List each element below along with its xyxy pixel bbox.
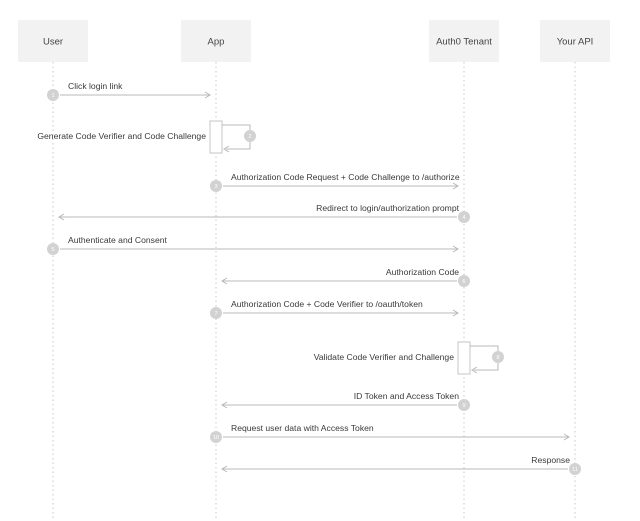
message-label: Response: [531, 455, 570, 465]
step-number: 3: [214, 184, 217, 190]
step-number: 11: [572, 467, 578, 473]
arrowhead: [223, 145, 230, 153]
step-badge: 11: [569, 463, 581, 475]
step-number: 7: [214, 311, 217, 317]
step-number: 2: [248, 134, 251, 140]
step-number: 4: [462, 215, 465, 221]
participant-box: [429, 20, 499, 62]
message-label: Authorization Code + Code Verifier to /o…: [231, 299, 423, 309]
message-label: Generate Code Verifier and Code Challeng…: [37, 131, 206, 141]
step-badge: 4: [458, 211, 470, 223]
participant-label: Your API: [557, 37, 594, 48]
message-step-1: 1 Click login link: [47, 81, 211, 101]
arrowhead: [471, 366, 478, 374]
participant-box: [540, 20, 610, 62]
message-label: Request user data with Access Token: [231, 423, 374, 433]
message-label: Click login link: [68, 81, 123, 91]
message-label: Authorization Code Request + Code Challe…: [231, 172, 460, 182]
message-step-5: 5 Authenticate and Consent: [47, 235, 459, 255]
activation-bar: [457, 341, 471, 375]
participant-app: App: [181, 20, 251, 62]
message-step-8: 8 Validate Code Verifier and Challenge: [314, 341, 504, 375]
participant-label: User: [43, 37, 63, 48]
participant-box: [181, 20, 251, 62]
step-circle: [244, 130, 256, 142]
step-badge: 7: [210, 307, 222, 319]
participant-api: Your API: [540, 20, 610, 62]
step-badge: 6: [458, 275, 470, 287]
step-badge: 10: [210, 431, 222, 443]
step-circle: [458, 211, 470, 223]
arrowhead: [452, 182, 459, 190]
step-circle: [210, 180, 222, 192]
step-badge: 3: [210, 180, 222, 192]
participant-user: User: [18, 20, 88, 62]
step-number: 10: [213, 435, 219, 441]
step-badge: 8: [492, 351, 504, 363]
message-step-7: 7 Authorization Code + Code Verifier to /…: [210, 299, 459, 319]
participant-label: Auth0 Tenant: [436, 37, 492, 48]
arrowhead: [204, 91, 211, 99]
message-step-2: 2 Generate Code Verifier and Code Challen…: [37, 120, 256, 154]
arrowhead: [452, 309, 459, 317]
message-label: Authorization Code: [386, 267, 459, 277]
step-badge: 2: [244, 130, 256, 142]
arrowhead: [221, 401, 228, 409]
message-label: Validate Code Verifier and Challenge: [314, 352, 455, 362]
arrowhead: [221, 465, 228, 473]
step-circle: [492, 351, 504, 363]
participant-auth0: Auth0 Tenant: [429, 20, 499, 62]
message-step-3: 3 Authorization Code Request + Code Chall…: [210, 172, 460, 192]
message-label: Authenticate and Consent: [68, 235, 168, 245]
step-circle: [47, 89, 59, 101]
step-number: 5: [51, 247, 54, 253]
message-label: Redirect to login/authorization prompt: [316, 203, 459, 213]
message-step-9: 9ID Token and Access Token: [221, 391, 470, 411]
step-circle: [458, 275, 470, 287]
step-badge: 5: [47, 243, 59, 255]
message-label: ID Token and Access Token: [354, 391, 459, 401]
step-number: 6: [462, 279, 465, 285]
step-number: 9: [462, 403, 465, 409]
arrowhead: [58, 213, 65, 221]
message-step-10: 10 Request user data with Access Token: [210, 423, 570, 443]
activation-bar: [209, 120, 223, 154]
arrowhead: [221, 277, 228, 285]
step-circle: [458, 399, 470, 411]
step-circle: [569, 463, 581, 475]
step-badge: 9: [458, 399, 470, 411]
arrowhead: [563, 433, 570, 441]
step-circle: [47, 243, 59, 255]
participant-box: [18, 20, 88, 62]
arrowhead: [452, 245, 459, 253]
step-number: 8: [496, 355, 499, 361]
step-circle: [210, 307, 222, 319]
step-number: 1: [51, 93, 54, 99]
step-badge: 1: [47, 89, 59, 101]
participant-label: App: [208, 37, 225, 48]
step-circle: [210, 431, 222, 443]
